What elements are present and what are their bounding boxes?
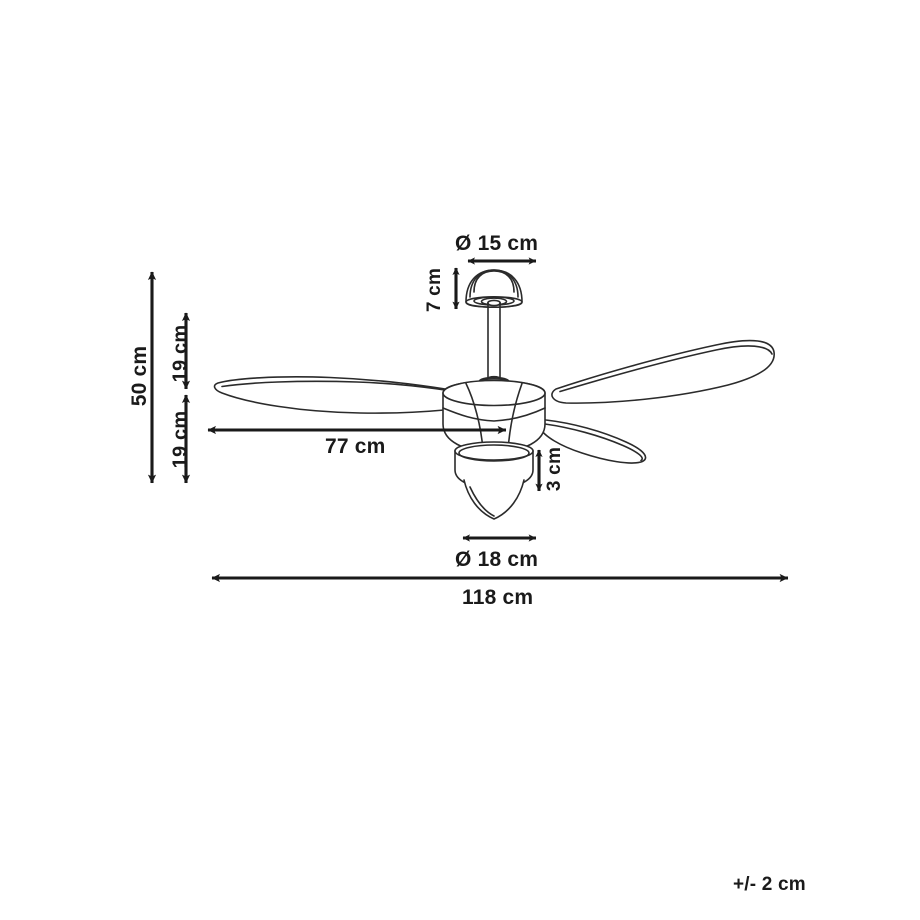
label-canopy-diameter: Ø 15 cm bbox=[455, 232, 539, 255]
light-kit bbox=[454, 441, 534, 520]
fan-blade-right-upper bbox=[551, 339, 775, 404]
label-upper-segment: 19 cm bbox=[169, 324, 192, 383]
label-blade-radius: 77 cm bbox=[325, 435, 386, 458]
label-canopy-height: 7 cm bbox=[424, 267, 445, 313]
label-light-diameter: Ø 18 cm bbox=[455, 548, 539, 571]
label-lower-segment: 19 cm bbox=[169, 410, 192, 469]
tolerance-note: +/- 2 cm bbox=[733, 874, 806, 895]
ceiling-canopy bbox=[465, 269, 523, 308]
dimension-lines bbox=[147, 257, 789, 583]
fan-illustration bbox=[213, 269, 775, 520]
downrod bbox=[486, 302, 502, 383]
label-light-height: 3 cm bbox=[544, 446, 565, 492]
label-overall-width: 118 cm bbox=[462, 586, 534, 609]
label-total-height: 50 cm bbox=[128, 345, 151, 407]
motor-housing bbox=[442, 379, 546, 453]
